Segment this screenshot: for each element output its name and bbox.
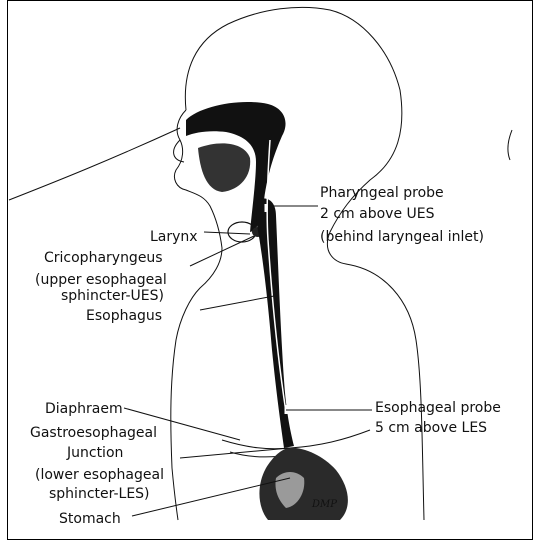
label-ge-junction-4: sphincter-LES) — [49, 486, 150, 502]
label-cricopharyngeus-3: sphincter-UES) — [61, 288, 164, 304]
label-stomach: Stomach — [59, 511, 121, 527]
label-pharyngeal-probe-2: 2 cm above UES — [320, 206, 435, 222]
label-esophageal-probe-2: 5 cm above LES — [375, 420, 487, 436]
stray-mark — [508, 130, 512, 160]
body-outline — [171, 7, 424, 520]
label-esophageal-probe-1: Esophageal probe — [375, 400, 501, 416]
leader-larynx — [204, 232, 250, 234]
label-cricopharyngeus-2: (upper esophageal — [35, 272, 167, 288]
label-ge-junction-2: Junction — [66, 445, 123, 461]
label-pharyngeal-probe-1: Pharyngeal probe — [320, 185, 444, 201]
leader-cricopharyngeus — [190, 236, 254, 266]
diaphragm-line — [222, 430, 370, 449]
oral-cavity — [198, 143, 250, 192]
label-ge-junction-1: Gastroesophageal — [30, 425, 157, 441]
label-ge-junction-3: (lower esophageal — [35, 467, 164, 483]
nasal-tube — [9, 128, 180, 200]
label-diaphragm: Diaphraem — [45, 401, 123, 417]
label-pharyngeal-probe-3: (behind laryngeal inlet) — [320, 229, 484, 245]
label-cricopharyngeus-1: Cricopharyngeus — [44, 250, 163, 266]
larynx-shape — [228, 222, 256, 242]
leader-esophagus — [200, 296, 274, 310]
label-larynx: Larynx — [150, 229, 198, 245]
label-esophagus: Esophagus — [86, 308, 162, 324]
artist-signature: DMP — [311, 499, 337, 510]
